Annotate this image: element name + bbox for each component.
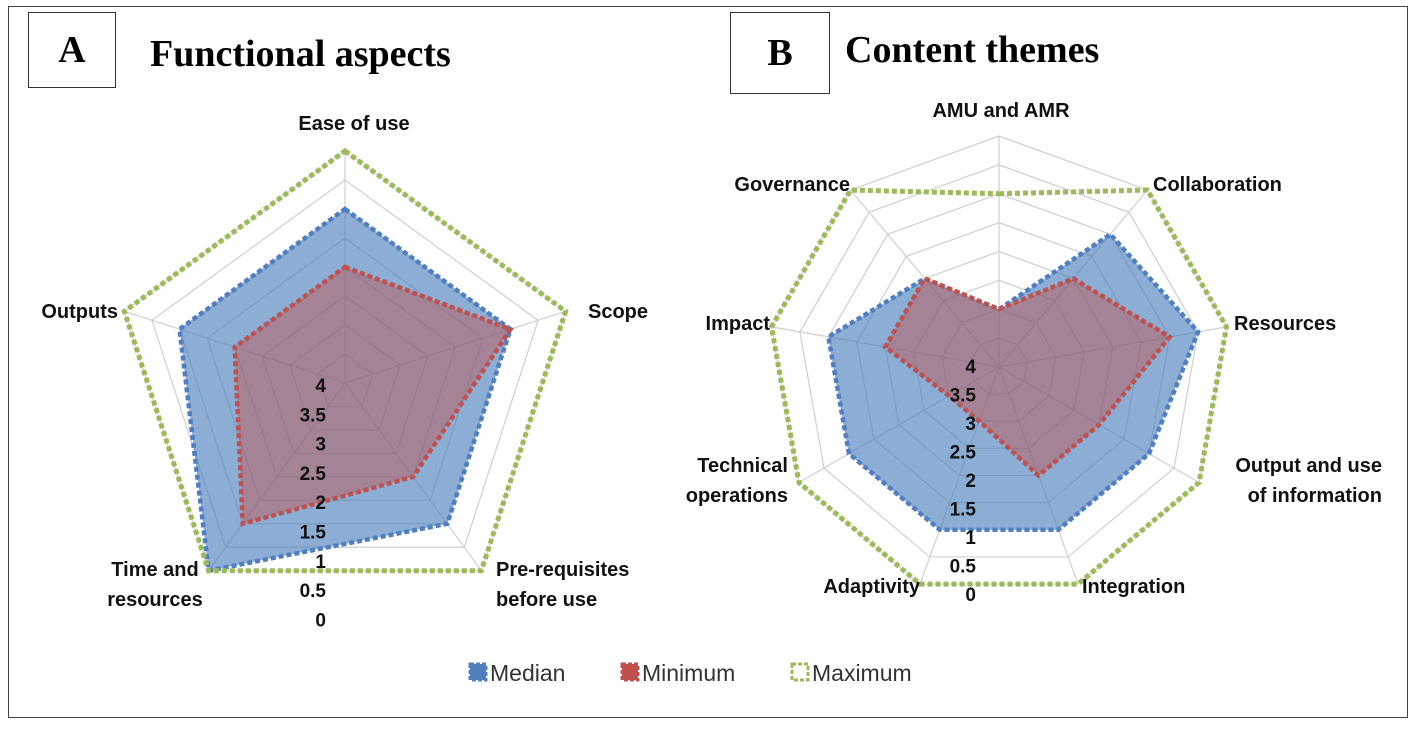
radar-chart-content-themes: 0 0.5 1 1.5 2 2.5 3 3.5 4 AMU and AMR Collaboratio… xyxy=(686,100,1382,606)
tick-label: 1 xyxy=(315,552,326,573)
tick-label: 3 xyxy=(965,414,976,435)
panel-a-letter: A xyxy=(58,29,86,71)
series-maximum xyxy=(121,147,569,574)
legend-label-minimum: Minimum xyxy=(642,660,735,686)
tick-label: 1.5 xyxy=(950,500,977,521)
tick-label: 0.5 xyxy=(300,581,327,602)
series-minimum xyxy=(232,264,514,527)
category-label-integration: Integration xyxy=(1082,576,1185,598)
tick-label: 4 xyxy=(315,376,326,397)
tick-label: 2.5 xyxy=(950,443,977,464)
tick-label: 3.5 xyxy=(300,405,327,426)
tick-label: 4 xyxy=(965,357,976,378)
panel-a-title: Functional aspects xyxy=(150,33,451,75)
tick-label: 2.5 xyxy=(300,464,327,485)
category-label-adaptivity: Adaptivity xyxy=(823,576,921,598)
tick-label: 1.5 xyxy=(300,523,327,544)
category-label-governance: Governance xyxy=(734,174,850,196)
tick-label: 1 xyxy=(965,528,976,549)
series-minimum xyxy=(882,275,1173,479)
tick-label: 3 xyxy=(315,435,326,456)
legend-label-maximum: Maximum xyxy=(812,660,912,686)
grid-ring xyxy=(151,179,539,548)
tick-label: 2 xyxy=(965,471,976,492)
panel-a-letter-box: A xyxy=(28,12,116,88)
category-label-outputs: Outputs xyxy=(41,301,118,323)
series-median xyxy=(825,231,1201,533)
series-maximum xyxy=(768,187,1230,587)
legend-label-median: Median xyxy=(490,660,565,686)
grid-ring xyxy=(799,164,1199,558)
tick-label: 0 xyxy=(965,585,976,606)
tick-label: 0.5 xyxy=(950,557,977,578)
legend-swatch-minimum xyxy=(620,662,640,682)
category-label-collaboration: Collaboration xyxy=(1153,174,1282,196)
legend: Median Minimum Maximum xyxy=(468,660,912,686)
legend-swatch-median xyxy=(468,662,488,682)
category-label-amu-and-amr: AMU and AMR xyxy=(932,100,1070,122)
legend-swatch-maximum xyxy=(790,662,810,682)
panel-b-title: Content themes xyxy=(845,29,1100,71)
radar-chart-functional-aspects: 0 0.5 1 1.5 2 2.5 3 3.5 4 Ease of useScopePre-req… xyxy=(41,113,648,631)
category-label-impact: Impact xyxy=(706,313,771,335)
figure-frame xyxy=(8,6,1408,718)
category-label-scope: Scope xyxy=(588,301,648,323)
tick-label: 2 xyxy=(315,493,326,514)
category-label-resources: Resources xyxy=(1234,313,1336,335)
panel-b-letter: B xyxy=(767,32,793,74)
panel-b-letter-box: B xyxy=(730,12,830,94)
tick-label: 3.5 xyxy=(950,386,977,407)
tick-label: 0 xyxy=(315,610,326,631)
category-label-ease-of-use: Ease of use xyxy=(298,113,409,135)
